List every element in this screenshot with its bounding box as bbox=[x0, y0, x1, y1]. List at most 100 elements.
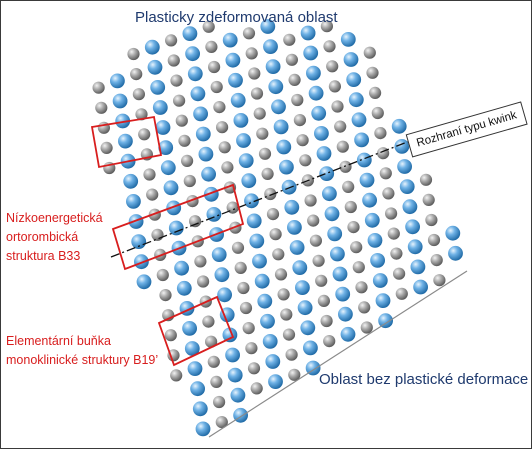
blue-atom-icon bbox=[271, 99, 286, 115]
gray-atom-icon bbox=[309, 234, 322, 247]
gray-atom-icon bbox=[350, 241, 363, 254]
gray-atom-icon bbox=[395, 287, 408, 300]
blue-atom-icon bbox=[375, 293, 391, 308]
gray-atom-icon bbox=[342, 180, 355, 193]
blue-atom-icon bbox=[327, 226, 343, 242]
blue-atom-icon bbox=[198, 146, 214, 162]
gray-atom-icon bbox=[291, 93, 304, 107]
blue-atom-icon bbox=[364, 212, 380, 228]
gray-atom-icon bbox=[143, 168, 156, 181]
blue-atom-icon bbox=[303, 340, 318, 356]
gray-atom-icon bbox=[170, 369, 183, 382]
gray-atom-icon bbox=[132, 88, 145, 101]
blue-atom-icon bbox=[348, 92, 364, 108]
gray-atom-icon bbox=[197, 275, 210, 288]
gray-atom-icon bbox=[307, 214, 320, 227]
b33-label-line: ortorombická bbox=[6, 230, 79, 244]
gray-atom-icon bbox=[280, 308, 293, 321]
blue-atom-icon bbox=[182, 321, 198, 336]
gray-atom-icon bbox=[221, 161, 234, 174]
blue-atom-icon bbox=[448, 245, 463, 261]
gray-atom-icon bbox=[135, 108, 148, 121]
blue-atom-icon bbox=[193, 106, 209, 122]
gray-atom-icon bbox=[430, 254, 443, 267]
blue-atom-icon bbox=[402, 199, 418, 215]
gray-atom-icon bbox=[427, 233, 441, 247]
blue-atom-icon bbox=[410, 259, 426, 275]
blue-atom-icon bbox=[195, 126, 211, 142]
blue-atom-icon bbox=[222, 327, 238, 343]
blue-atom-icon bbox=[265, 354, 281, 369]
blue-atom-icon bbox=[319, 166, 335, 182]
blue-atom-icon bbox=[287, 220, 302, 235]
gray-atom-icon bbox=[138, 128, 151, 141]
gray-atom-icon bbox=[253, 107, 266, 120]
blue-atom-icon bbox=[236, 133, 251, 148]
blue-atom-icon bbox=[356, 152, 372, 168]
gray-atom-icon bbox=[320, 20, 333, 33]
blue-atom-icon bbox=[233, 113, 249, 128]
blue-atom-icon bbox=[252, 253, 267, 269]
blue-atom-icon bbox=[163, 180, 179, 196]
gray-atom-icon bbox=[245, 47, 258, 60]
blue-atom-icon bbox=[332, 266, 348, 282]
gray-atom-icon bbox=[374, 127, 387, 140]
gray-atom-icon bbox=[159, 289, 172, 302]
gray-atom-icon bbox=[151, 228, 164, 241]
blue-atom-icon bbox=[222, 32, 238, 48]
blue-atom-icon bbox=[340, 32, 356, 47]
gray-atom-icon bbox=[336, 140, 349, 153]
gray-atom-icon bbox=[208, 60, 221, 74]
blue-atom-icon bbox=[378, 313, 393, 329]
gray-atom-icon bbox=[264, 187, 277, 201]
blue-atom-icon bbox=[262, 334, 278, 349]
blue-atom-icon bbox=[254, 273, 270, 289]
blue-atom-icon bbox=[405, 219, 420, 235]
blue-atom-icon bbox=[295, 280, 310, 295]
blue-atom-icon bbox=[351, 112, 367, 128]
blue-atom-icon bbox=[335, 286, 351, 302]
blue-atom-icon bbox=[394, 139, 410, 154]
blue-atom-icon bbox=[190, 86, 206, 102]
blue-atom-icon bbox=[211, 247, 227, 262]
gray-atom-icon bbox=[216, 121, 229, 134]
gray-atom-icon bbox=[210, 80, 223, 94]
blue-atom-icon bbox=[343, 52, 359, 67]
gray-atom-icon bbox=[419, 173, 433, 186]
blue-atom-icon bbox=[160, 160, 176, 176]
blue-atom-icon bbox=[354, 132, 369, 148]
gray-atom-icon bbox=[377, 147, 390, 160]
gray-atom-icon bbox=[344, 200, 357, 214]
unit-cells bbox=[90, 115, 245, 367]
red-cell-b19-icon bbox=[157, 295, 235, 367]
gray-atom-icon bbox=[100, 141, 113, 154]
gray-atom-icon bbox=[282, 328, 296, 341]
gray-atom-icon bbox=[242, 27, 256, 40]
blue-atom-icon bbox=[316, 146, 332, 161]
red-cell-b33-icon bbox=[111, 183, 245, 271]
b19-label-line: monoklinické struktury B19’ bbox=[6, 353, 159, 367]
blue-atom-icon bbox=[174, 260, 190, 276]
gray-atom-icon bbox=[331, 100, 344, 113]
b33-label: Nízkoenergetická ortorombická struktura … bbox=[6, 209, 103, 266]
blue-atom-icon bbox=[311, 105, 327, 121]
blue-atom-icon bbox=[112, 93, 128, 109]
gray-atom-icon bbox=[328, 80, 341, 93]
blue-atom-icon bbox=[246, 213, 262, 229]
gray-atom-icon bbox=[382, 187, 395, 200]
blue-atom-icon bbox=[300, 320, 316, 336]
parent-boundary-line bbox=[208, 270, 468, 438]
gray-atom-icon bbox=[317, 294, 330, 307]
blue-atom-icon bbox=[346, 72, 362, 87]
gray-atom-icon bbox=[355, 281, 368, 294]
blue-atom-icon bbox=[228, 72, 243, 88]
blue-atom-icon bbox=[306, 65, 321, 81]
gray-atom-icon bbox=[433, 274, 446, 287]
blue-atom-icon bbox=[292, 260, 308, 275]
gray-atom-icon bbox=[210, 375, 223, 388]
gray-atom-icon bbox=[379, 167, 392, 180]
gray-atom-icon bbox=[167, 54, 180, 67]
gray-atom-icon bbox=[363, 46, 376, 59]
blue-atom-icon bbox=[184, 341, 200, 356]
gray-atom-icon bbox=[277, 288, 290, 301]
